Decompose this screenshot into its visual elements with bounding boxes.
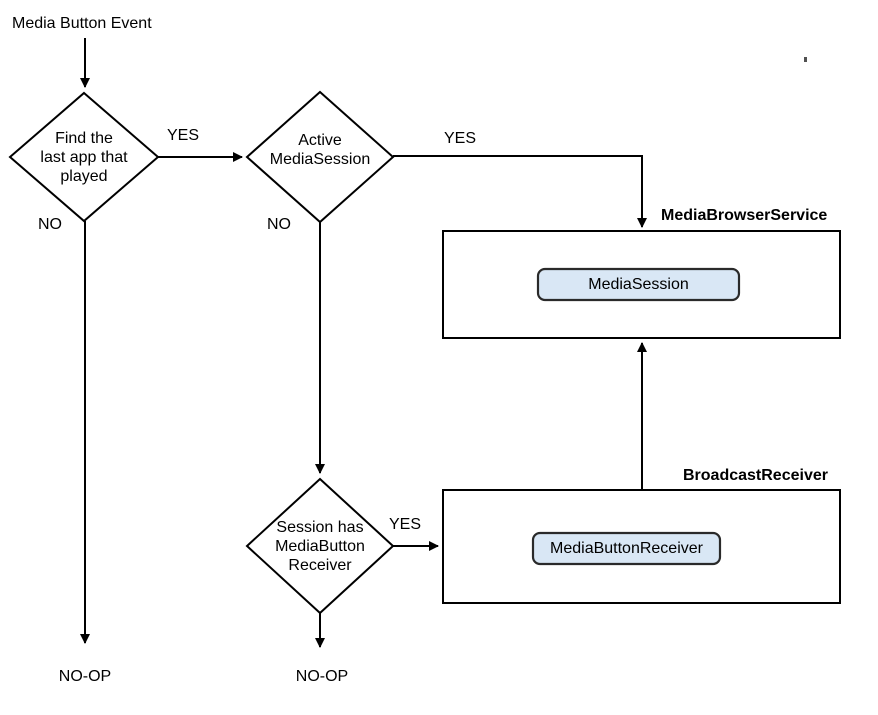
start-event-label: Media Button Event (12, 15, 152, 32)
media-browser-service-title: MediaBrowserService (661, 207, 828, 224)
stray-speck (804, 57, 807, 62)
edge-label-no1: NO (38, 216, 62, 233)
noop-terminal-left: NO-OP (58, 668, 112, 685)
decision-line: last app that (40, 148, 128, 166)
media-button-receiver-node-label: MediaButtonReceiver (550, 540, 703, 557)
decision-text-session-has-receiver: Session has MediaButton Receiver (247, 479, 393, 613)
edge-label-yes2: YES (444, 130, 477, 147)
decision-line: Find the (55, 129, 113, 147)
decision-line: Session has (276, 518, 364, 536)
decision-line: played (60, 167, 108, 185)
decision-line: Receiver (288, 556, 352, 574)
broadcast-receiver-title: BroadcastReceiver (683, 467, 828, 484)
media-session-node-shape (536, 267, 741, 302)
edge-label-no2: NO (267, 216, 291, 233)
decision-line: Active (298, 132, 342, 149)
edge-label-yes3: YES (389, 516, 422, 533)
edge-label-yes1: YES (167, 127, 200, 144)
decision-line: MediaSession (269, 151, 371, 168)
media-button-receiver-node-shape (531, 531, 722, 566)
decision-text-active-media-session: Active MediaSession (247, 92, 393, 208)
decision-line: MediaButton (275, 537, 365, 555)
decision-text-find-last-app: Find the last app that played (10, 93, 158, 221)
noop-terminal-right: NO-OP (295, 668, 349, 685)
edge-yes2 (393, 155, 647, 228)
media-session-node-label: MediaSession (588, 276, 689, 293)
